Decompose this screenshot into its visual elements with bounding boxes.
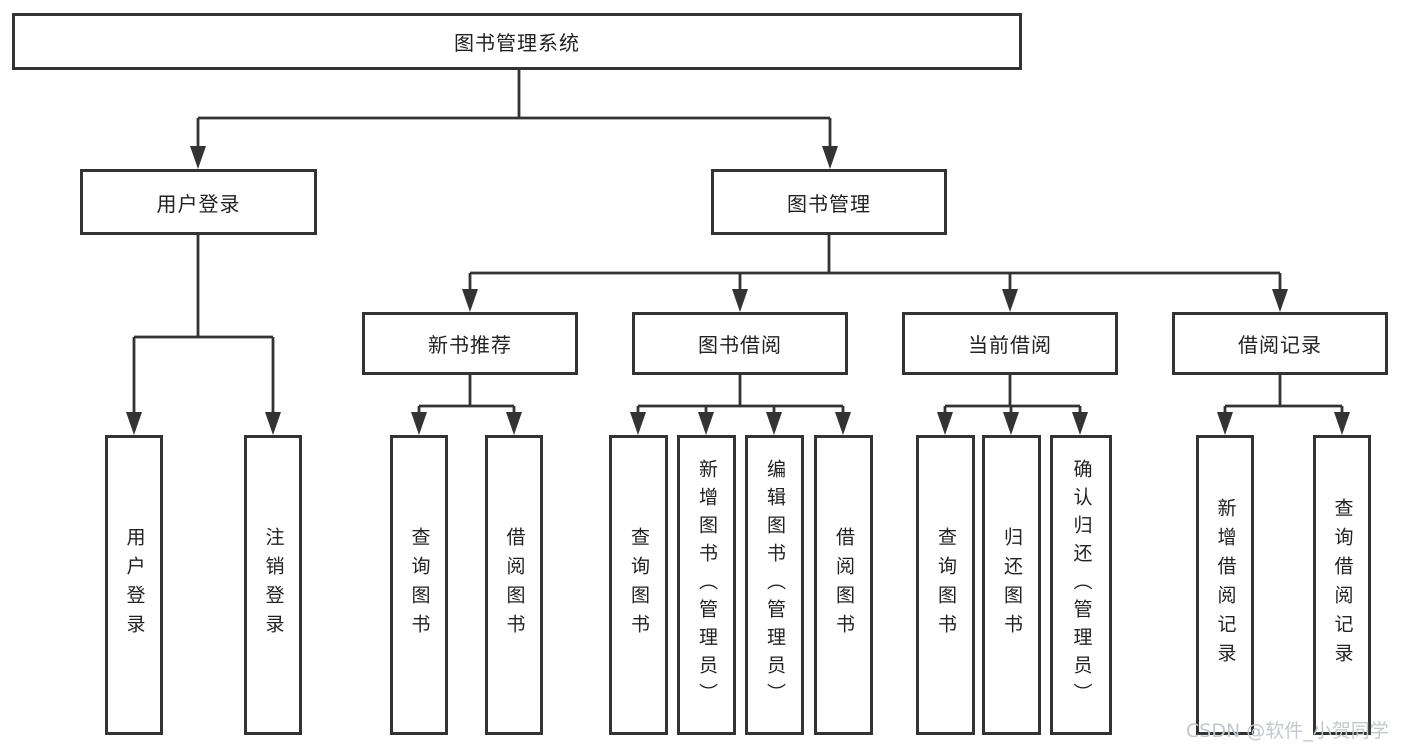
node-current-borrowing: 当前借阅 <box>902 312 1118 375</box>
node-label: 新增借阅记录 <box>1214 498 1237 672</box>
node-label: 查询借阅记录 <box>1331 498 1354 672</box>
node-label: 借阅记录 <box>1238 333 1322 357</box>
node-label: 查询图书 <box>628 527 650 643</box>
node-label: 图书借阅 <box>698 333 782 357</box>
csdn-watermark: CSDN @软件_小贺同学 <box>1186 720 1389 742</box>
node-label: 借阅图书 <box>833 527 855 643</box>
node-query-borrow-record: 查询借阅记录 <box>1313 435 1371 735</box>
node-borrowing-records: 借阅记录 <box>1172 312 1388 375</box>
node-library-management-system: 图书管理系统 <box>12 13 1022 70</box>
node-user-login-leaf: 用户登录 <box>105 435 163 735</box>
node-add-books-admin: 新增图书（管理员） <box>677 435 736 735</box>
arrowhead-icons <box>126 146 1350 435</box>
node-query-books-current: 查询图书 <box>916 435 975 735</box>
node-label: 确认归还（管理员） <box>1070 459 1093 711</box>
node-label: 编辑图书（管理员） <box>764 459 786 711</box>
node-label: 注销登录 <box>262 527 285 643</box>
node-logout-leaf: 注销登录 <box>244 435 302 735</box>
node-label: 当前借阅 <box>968 333 1052 357</box>
node-user-login-branch: 用户登录 <box>80 169 317 235</box>
node-borrow-books-leaf: 借阅图书 <box>814 435 873 735</box>
node-query-books-borrow: 查询图书 <box>609 435 668 735</box>
node-label: 查询图书 <box>935 527 957 643</box>
node-return-books: 归还图书 <box>982 435 1041 735</box>
node-label: 图书管理系统 <box>454 31 580 55</box>
node-label: 借阅图书 <box>503 527 526 643</box>
node-edit-books-admin: 编辑图书（管理员） <box>745 435 804 735</box>
connector-shafts <box>132 70 1344 413</box>
node-label: 查询图书 <box>408 527 431 643</box>
node-label: 新书推荐 <box>428 333 512 357</box>
node-label: 归还图书 <box>1001 527 1023 643</box>
node-borrow-books-newbook: 借阅图书 <box>485 435 543 735</box>
node-label: 新增图书（管理员） <box>696 459 718 711</box>
node-new-book-recommend: 新书推荐 <box>362 312 578 375</box>
node-confirm-return-admin: 确认归还（管理员） <box>1050 435 1112 735</box>
node-label: 图书管理 <box>787 191 871 216</box>
node-book-borrowing: 图书借阅 <box>632 312 848 375</box>
node-label: 用户登录 <box>123 527 146 643</box>
node-book-management-branch: 图书管理 <box>711 169 947 235</box>
node-query-books-newbook: 查询图书 <box>390 435 448 735</box>
node-add-borrow-record: 新增借阅记录 <box>1196 435 1254 735</box>
node-label: 用户登录 <box>156 191 241 216</box>
